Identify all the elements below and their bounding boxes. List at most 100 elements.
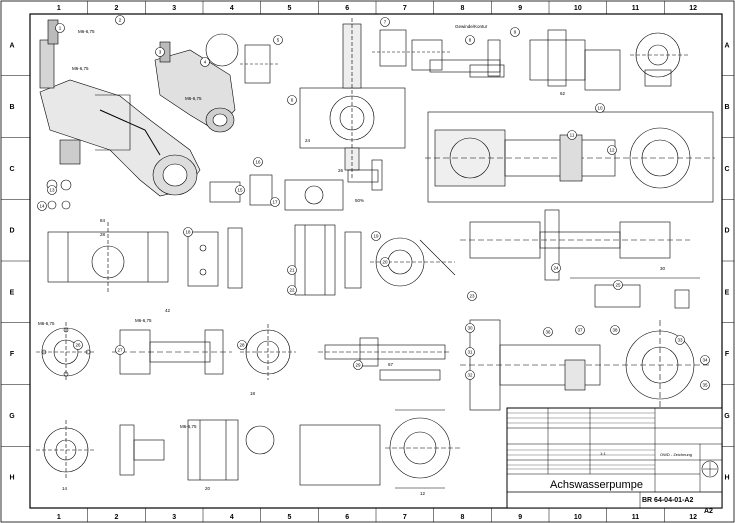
item-balloon: 6 bbox=[287, 95, 297, 105]
svg-text:24: 24 bbox=[553, 266, 559, 271]
zone-column-label: 5 bbox=[288, 514, 292, 521]
zone-row-label: D bbox=[9, 228, 14, 235]
flange-round-g2 bbox=[36, 420, 96, 480]
svg-text:7: 7 bbox=[384, 20, 387, 25]
zone-row-label: F bbox=[10, 351, 15, 358]
item-balloon: 29 bbox=[353, 360, 363, 370]
svg-text:2: 2 bbox=[119, 18, 122, 23]
dimension-label: 67 bbox=[388, 362, 394, 367]
item-balloon: 9 bbox=[510, 27, 520, 37]
item-balloon: 5 bbox=[273, 35, 283, 45]
item-balloon: 26 bbox=[73, 340, 83, 350]
svg-text:29: 29 bbox=[355, 363, 361, 368]
svg-text:8: 8 bbox=[469, 38, 472, 43]
svg-text:34: 34 bbox=[702, 358, 708, 363]
bearing-cap-g6 bbox=[299, 409, 460, 489]
dimension-label: 62 bbox=[560, 91, 566, 96]
item-balloon: 25 bbox=[613, 280, 623, 290]
svg-text:28: 28 bbox=[239, 343, 245, 348]
item-balloon: 16 bbox=[253, 157, 263, 167]
zone-row-label: H bbox=[724, 475, 729, 482]
zone-column-label: 8 bbox=[461, 514, 465, 521]
svg-text:16: 16 bbox=[255, 160, 261, 165]
item-balloon: 30 bbox=[465, 323, 475, 333]
svg-text:6: 6 bbox=[291, 98, 294, 103]
item-balloon: 31 bbox=[465, 347, 475, 357]
dimension-label: 24 bbox=[305, 138, 311, 143]
svg-text:10: 10 bbox=[597, 106, 603, 111]
item-balloon: 24 bbox=[551, 263, 561, 273]
flange-round-left bbox=[36, 322, 96, 382]
item-balloon: 32 bbox=[465, 370, 475, 380]
zone-column-label: 3 bbox=[172, 5, 176, 12]
item-balloon: 15 bbox=[235, 185, 245, 195]
zone-row-label: F bbox=[725, 351, 730, 358]
svg-text:30: 30 bbox=[467, 326, 473, 331]
pump-main-section bbox=[425, 111, 715, 203]
zone-row-label: G bbox=[724, 413, 730, 420]
zone-row-label: B bbox=[9, 104, 14, 111]
svg-text:20: 20 bbox=[382, 260, 388, 265]
item-balloon: 27 bbox=[115, 345, 125, 355]
drawing-title: Achswasserpumpe bbox=[550, 479, 643, 491]
svg-text:32: 32 bbox=[467, 373, 473, 378]
item-balloon: 33 bbox=[675, 335, 685, 345]
zone-column-label: 5 bbox=[288, 5, 292, 12]
svg-text:18: 18 bbox=[185, 230, 191, 235]
svg-text:22: 22 bbox=[289, 288, 295, 293]
zone-row-label: A bbox=[9, 42, 14, 49]
item-balloon: 18 bbox=[183, 227, 193, 237]
shaft-assembly-d8 bbox=[460, 209, 690, 281]
zone-column-label: 3 bbox=[172, 514, 176, 521]
item-balloon: 8 bbox=[465, 35, 475, 45]
thread-label: M6-6,75 bbox=[72, 66, 89, 71]
item-balloon: 1 bbox=[55, 23, 65, 33]
dimension-label: 18 bbox=[250, 391, 256, 396]
item-balloon: 23 bbox=[467, 291, 477, 301]
svg-text:35: 35 bbox=[702, 383, 708, 388]
svg-text:26: 26 bbox=[75, 343, 81, 348]
item-balloon: 12 bbox=[607, 145, 617, 155]
zone-column-label: 1 bbox=[57, 514, 61, 521]
zone-row-label: B bbox=[724, 104, 729, 111]
isometric-assembly-left bbox=[39, 19, 201, 210]
zone-column-label: 7 bbox=[403, 514, 407, 521]
zone-row-label: C bbox=[724, 166, 729, 173]
thread-label: M6-6,75 bbox=[38, 321, 55, 326]
item-balloon: 14 bbox=[37, 201, 47, 211]
bracket-side-view bbox=[187, 227, 243, 289]
valve-detail-a7 bbox=[372, 29, 450, 71]
item-balloon: 4 bbox=[200, 57, 210, 67]
zone-row-label: A bbox=[724, 42, 729, 49]
small-parts-c6 bbox=[347, 159, 383, 191]
dimension-label: 14 bbox=[62, 486, 68, 491]
svg-text:15: 15 bbox=[237, 188, 243, 193]
zone-column-label: 12 bbox=[689, 5, 697, 12]
dimension-label: 84 bbox=[100, 218, 106, 223]
zone-column-label: 9 bbox=[518, 514, 522, 521]
zone-column-label: 2 bbox=[115, 5, 119, 12]
zone-column-label: 9 bbox=[518, 5, 522, 12]
item-balloon: 38 bbox=[610, 325, 620, 335]
zone-column-label: 12 bbox=[689, 514, 697, 521]
disc-detail-g3 bbox=[119, 424, 165, 476]
zone-column-label: 4 bbox=[230, 514, 234, 521]
zone-column-label: 10 bbox=[574, 5, 582, 12]
tee-fitting-a8 bbox=[429, 39, 505, 78]
svg-text:13: 13 bbox=[49, 188, 55, 193]
bracket-front-view bbox=[47, 222, 169, 292]
item-balloon: 28 bbox=[237, 340, 247, 350]
svg-text:12: 12 bbox=[609, 148, 615, 153]
zone-row-label: H bbox=[9, 475, 14, 482]
owd-logo bbox=[701, 460, 719, 478]
zone-column-label: 4 bbox=[230, 5, 234, 12]
svg-text:36: 36 bbox=[545, 330, 551, 335]
svg-text:25: 25 bbox=[615, 283, 621, 288]
thread-label: M6-6,75 bbox=[185, 96, 202, 101]
dimension-label: 20 bbox=[205, 486, 211, 491]
sheet-format: A2 bbox=[704, 508, 713, 515]
item-balloon: 34 bbox=[700, 355, 710, 365]
zone-column-label: 2 bbox=[115, 514, 119, 521]
